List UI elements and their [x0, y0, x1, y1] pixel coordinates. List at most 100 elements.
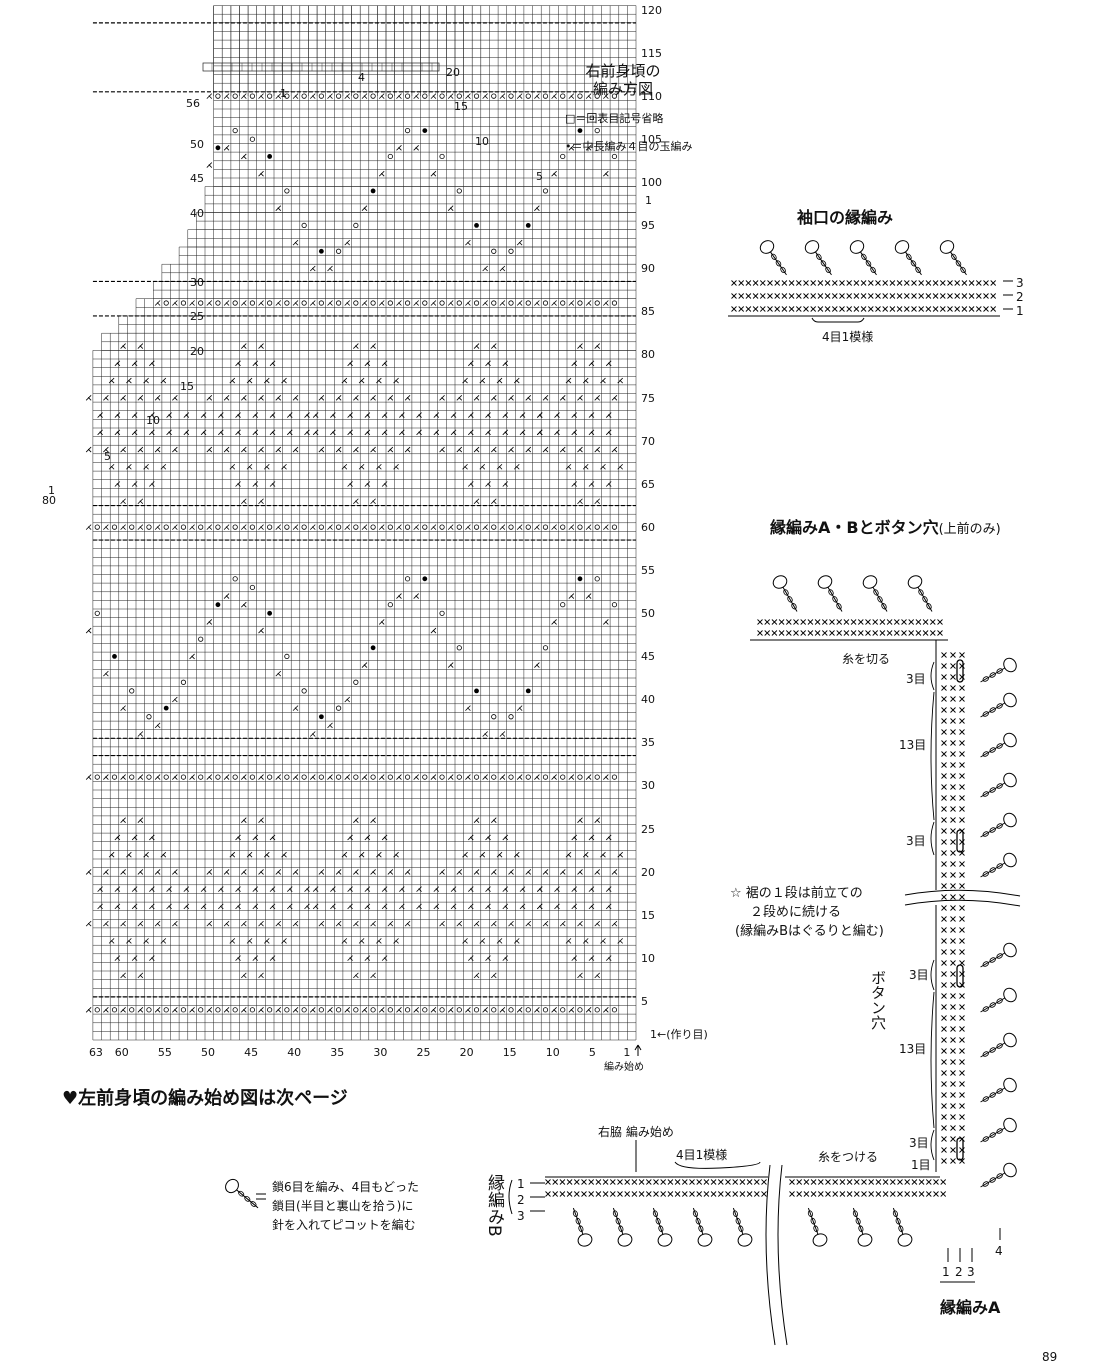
motif-stitch — [381, 903, 388, 910]
band-stitch — [249, 93, 256, 99]
motif-stitch — [404, 869, 411, 875]
row-labels-item: 55 — [641, 563, 655, 577]
edge-b2-stitch — [911, 1179, 918, 1185]
edge-b-stitch — [638, 1179, 645, 1185]
front-band-stitch — [950, 861, 956, 867]
row-labels-item: 40 — [641, 693, 655, 707]
front-band-stitch — [950, 740, 956, 746]
top-labels-item: 10 — [475, 135, 489, 148]
motif-stitch — [508, 395, 514, 401]
motif-stitch — [439, 920, 445, 927]
sleeve-row-stitch — [867, 306, 874, 312]
motif-stitch — [137, 972, 144, 979]
top-labels-item: 20 — [446, 66, 460, 79]
motif-stitch — [269, 481, 276, 487]
upper-wave-stitch — [577, 128, 583, 133]
sleeve-row-stitch — [889, 280, 896, 286]
band-stitch — [404, 774, 411, 780]
band-stitch — [180, 524, 187, 530]
motif-stitch — [275, 395, 282, 401]
motif-stitch — [172, 869, 178, 875]
band-stitch — [430, 1007, 437, 1013]
edge-b-stitch — [703, 1191, 710, 1197]
motif-stitch — [381, 481, 388, 487]
count-13b: 13目 — [899, 1042, 927, 1056]
edge-b-stitch — [624, 1179, 631, 1185]
band-stitch — [370, 774, 376, 780]
edge-b-stitch — [660, 1191, 667, 1197]
motif-stitch — [97, 412, 103, 418]
sleeve-row-stitch — [803, 293, 809, 299]
front-band-stitch — [959, 1070, 965, 1076]
edge-b-stitch — [710, 1179, 717, 1185]
band-stitch — [206, 774, 213, 780]
band-stitch — [378, 93, 385, 99]
edge-b2-stitch — [933, 1179, 939, 1185]
sleeve-row-stitch — [738, 280, 745, 286]
motif-stitch — [433, 429, 440, 436]
sleeve-row-stitch — [896, 293, 903, 299]
front-band-stitch — [959, 839, 965, 845]
top-bar-ticks — [211, 63, 433, 71]
front-band-stitch — [959, 784, 965, 790]
band-stitch — [439, 93, 445, 99]
band-stitch — [198, 1007, 204, 1013]
sleeve-row-1: 1 — [1016, 304, 1024, 318]
count-3d: 3目 — [909, 1136, 929, 1150]
band-stitch — [180, 774, 187, 780]
band-stitch — [594, 524, 600, 530]
motif-stitch — [554, 429, 560, 436]
sleeve-row-stitch — [788, 293, 795, 299]
motif-stitch — [404, 920, 411, 927]
band-stitch — [551, 774, 557, 780]
band-stitch — [241, 524, 247, 530]
motif-stitch — [137, 920, 144, 927]
motif-stitch — [97, 429, 103, 436]
sleeve-row-stitch — [831, 306, 838, 312]
upper-wave-stitch — [447, 205, 454, 211]
sleeve-row-stitch — [731, 280, 737, 286]
sleeve-row-stitch — [911, 306, 917, 312]
sleeve-row-stitch — [738, 293, 745, 299]
front-band-stitch — [950, 982, 956, 988]
band-stitch — [594, 300, 600, 306]
upper-wave-stitch — [223, 145, 230, 151]
row-labels-item: 115 — [641, 46, 662, 60]
edge-top-stitch — [829, 619, 835, 625]
left-labels-item: 56 — [186, 97, 200, 110]
front-band-stitch — [959, 740, 965, 746]
front-band-stitch — [941, 696, 947, 702]
left-labels-item: 30 — [190, 276, 204, 289]
motif-stitch — [131, 886, 138, 892]
sleeve-row-stitch — [803, 306, 809, 312]
motif-stitch — [252, 481, 259, 487]
edge-b-stitch — [581, 1191, 587, 1197]
motif-stitch — [120, 446, 126, 453]
edge-b-picot — [732, 1207, 753, 1247]
band-stitch — [542, 524, 549, 530]
sleeve-row-stitch — [767, 293, 773, 299]
wave-stitch — [154, 722, 161, 729]
wave-stitch — [249, 584, 256, 591]
motif-stitch — [353, 498, 359, 505]
motif-stitch — [577, 817, 583, 823]
wave-stitch — [94, 610, 100, 616]
motif-stitch — [468, 481, 474, 487]
motif-stitch — [404, 395, 411, 401]
band-stitch — [267, 1007, 273, 1013]
motif-stitch — [468, 886, 474, 892]
sleeve-row-stitch — [759, 293, 766, 299]
motif-stitch — [120, 498, 126, 505]
motif-stitch — [172, 395, 178, 401]
motif-stitch — [404, 446, 411, 453]
band-stitch — [456, 1007, 462, 1013]
motif-stitch — [353, 395, 359, 401]
motif-stitch — [335, 395, 342, 401]
band-stitch — [542, 774, 549, 780]
wave-stitch — [215, 602, 221, 608]
edge-b-stitch — [588, 1191, 595, 1197]
band-stitch — [198, 774, 204, 780]
motif-stitch — [559, 446, 566, 453]
motif-stitch — [617, 938, 623, 944]
band-stitch — [378, 300, 385, 306]
